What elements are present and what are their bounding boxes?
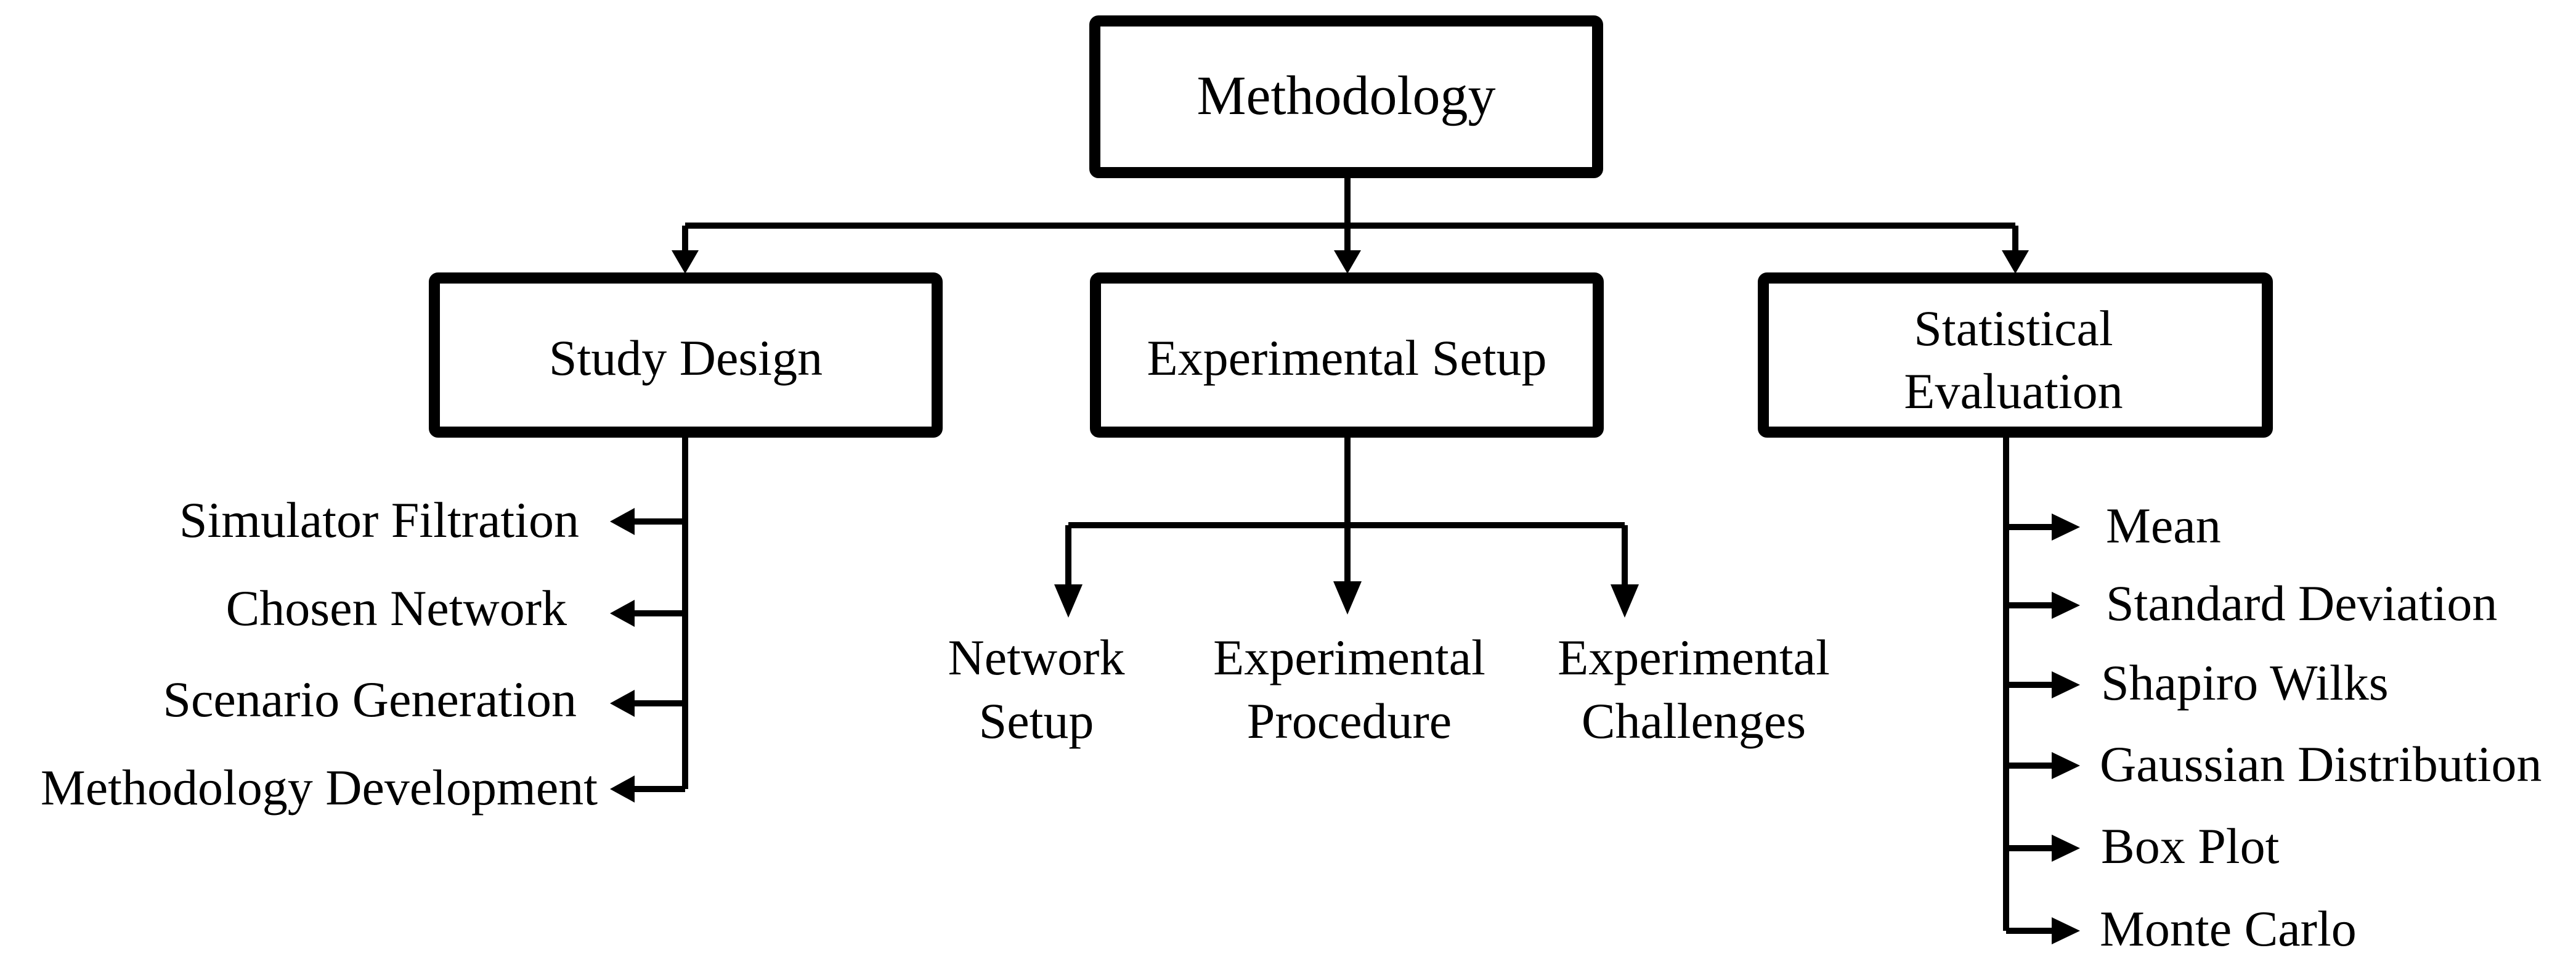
arrow-left-simulator-filtration-icon [610,508,635,535]
statistical-evaluation-item: Standard Deviation [2106,575,2497,631]
statistical-evaluation-item: Mean [2106,497,2221,554]
statistical-evaluation-item: Box Plot [2101,818,2280,874]
study-design-items: Simulator Filtration Chosen Network Scen… [41,492,598,816]
arrow-right-monte-carlo-icon [2052,917,2080,944]
experimental-setup-item-line-2: Setup [979,693,1094,749]
experimental-setup-item-line-1: Experimental [1558,629,1830,685]
root-label: Methodology [1197,65,1496,126]
statistical-evaluation-item: Gaussian Distribution [2100,736,2541,792]
statistical-evaluation-node: Statistical Evaluation [1758,272,2273,438]
arrow-down-experimental-setup-icon [1334,250,1361,274]
experimental-setup-box [1090,272,1604,438]
arrow-left-methodology-development-icon [610,775,635,803]
arrow-down-network-setup-icon [1054,584,1083,618]
experimental-setup-node: Experimental Setup [1090,272,1604,438]
experimental-setup-label: Experimental Setup [1147,330,1547,386]
arrowheads [610,250,2080,944]
arrow-right-mean-icon [2052,513,2080,541]
experimental-setup-items: Network Setup Experimental Procedure Exp… [948,629,1830,749]
arrow-down-study-design-icon [672,250,699,274]
study-design-node: Study Design [429,272,943,438]
arrow-down-experimental-procedure-icon [1333,581,1362,615]
statistical-evaluation-label-line-1: Statistical [1914,300,2113,356]
statistical-evaluation-label-line-2: Evaluation [1904,363,2123,419]
statistical-evaluation-box [1758,272,2273,438]
study-design-label: Study Design [549,330,823,386]
study-design-box [429,272,943,438]
study-design-item: Scenario Generation [163,671,577,727]
experimental-setup-item-line-2: Challenges [1582,693,1806,749]
arrow-right-box-plot-icon [2052,835,2080,862]
root-box [1089,15,1603,178]
arrow-right-shapiro-wilks-icon [2052,671,2080,698]
connectors [633,175,2053,934]
experimental-setup-item-line-1: Experimental [1213,629,1485,685]
arrow-down-experimental-challenges-icon [1611,584,1639,618]
arrow-down-statistical-evaluation-icon [2002,250,2029,274]
statistical-evaluation-item: Shapiro Wilks [2101,655,2389,711]
arrow-left-scenario-generation-icon [610,690,635,717]
root-node: Methodology [1089,15,1603,178]
experimental-setup-item-line-1: Network [948,629,1125,685]
arrow-right-gaussian-distribution-icon [2052,752,2080,779]
experimental-setup-item-line-2: Procedure [1247,693,1452,749]
statistical-evaluation-items: Mean Standard Deviation Shapiro Wilks Ga… [2100,497,2541,957]
arrow-left-chosen-network-icon [610,600,635,627]
arrow-right-standard-deviation-icon [2052,592,2080,619]
study-design-item: Simulator Filtration [179,492,579,548]
statistical-evaluation-item: Monte Carlo [2100,901,2357,957]
study-design-item: Chosen Network [226,580,567,636]
study-design-item: Methodology Development [41,759,598,816]
